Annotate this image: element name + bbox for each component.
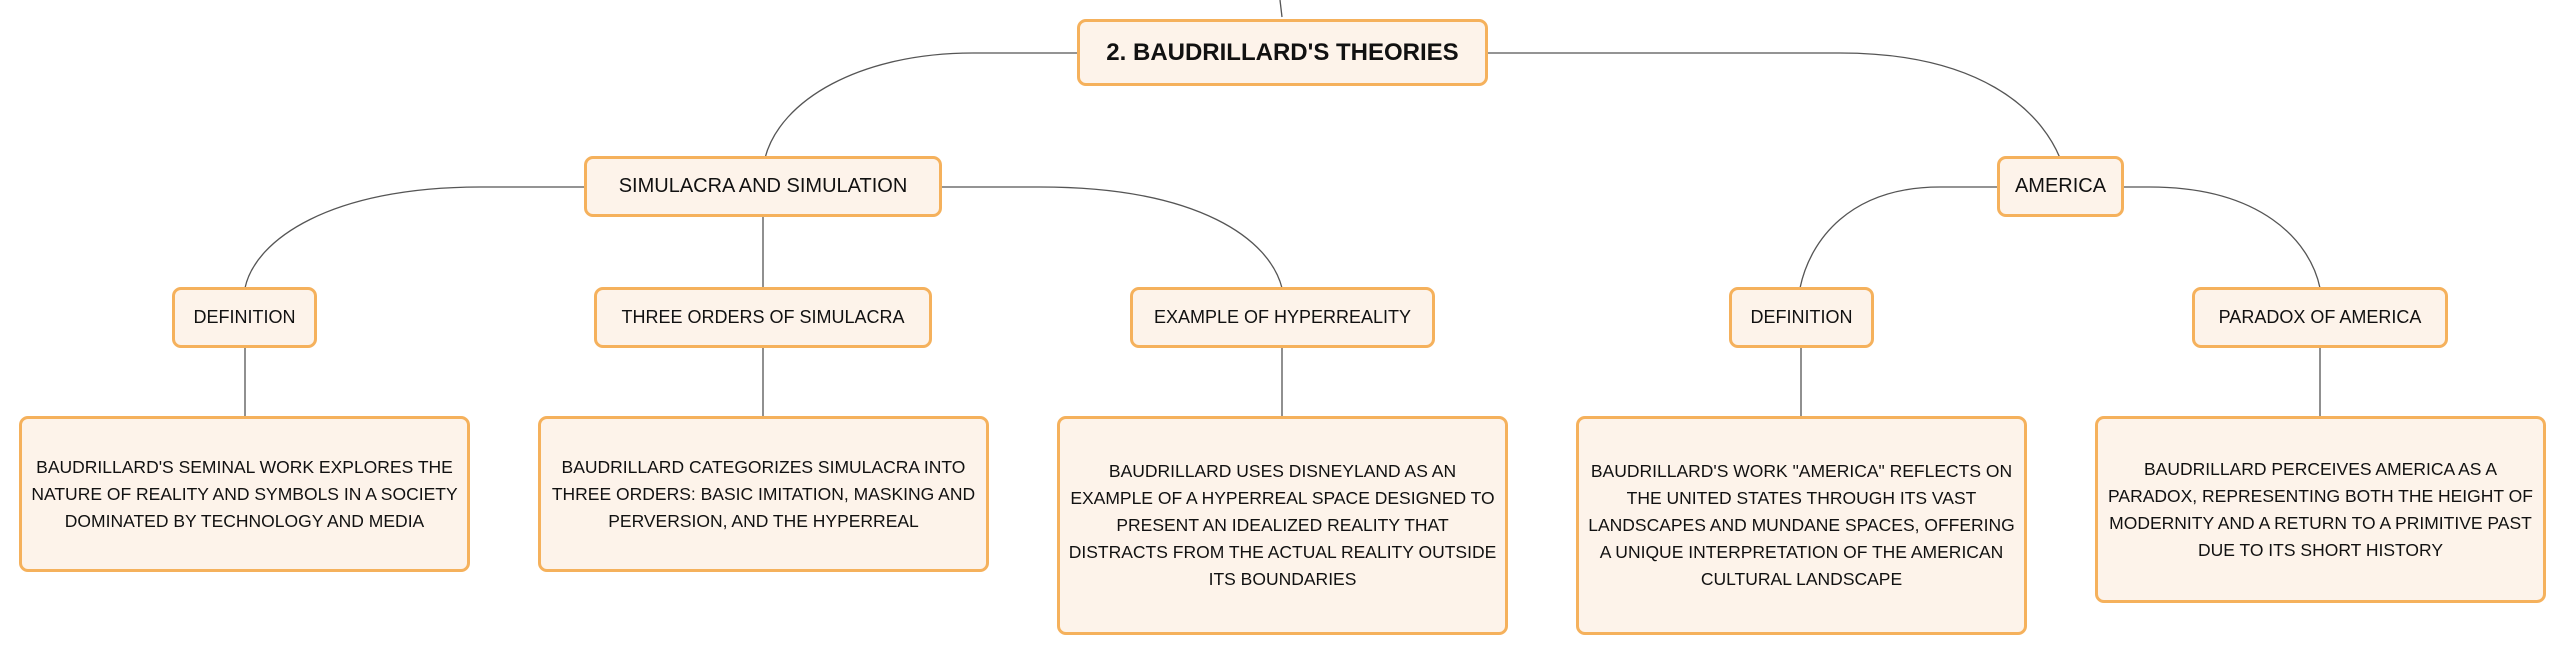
subtopic-example-of-hyperreality[interactable]: EXAMPLE OF HYPERREALITY xyxy=(1130,287,1435,348)
connector-root-america xyxy=(1488,52,2061,159)
subtopic-paradox-of-america[interactable]: PARADOX OF AMERICA xyxy=(2192,287,2448,348)
subtopic-definition-america[interactable]: DEFINITION xyxy=(1729,287,1874,348)
subtopic-three-orders-of-simulacra[interactable]: THREE ORDERS OF SIMULACRA xyxy=(594,287,932,348)
detail-paradox-of-america[interactable]: BAUDRILLARD PERCEIVES AMERICA AS A PARAD… xyxy=(2095,416,2546,603)
detail-definition-america[interactable]: BAUDRILLARD'S WORK "AMERICA" REFLECTS ON… xyxy=(1576,416,2027,635)
root-node[interactable]: 2. BAUDRILLARD'S THEORIES xyxy=(1077,19,1488,86)
connector-simulacra-hyperreality xyxy=(942,186,1283,289)
topic-simulacra-and-simulation[interactable]: SIMULACRA AND SIMULATION xyxy=(584,156,942,217)
connector-parent-root xyxy=(1279,0,1283,18)
connector-root-simulacra xyxy=(764,52,1077,159)
detail-three-orders[interactable]: BAUDRILLARD CATEGORIZES SIMULACRA INTO T… xyxy=(538,416,989,572)
connector-america-definition xyxy=(1799,186,1997,289)
connector-america-paradox xyxy=(2124,186,2321,289)
detail-example-of-hyperreality[interactable]: BAUDRILLARD USES DISNEYLAND AS AN EXAMPL… xyxy=(1057,416,1508,635)
topic-america[interactable]: AMERICA xyxy=(1997,156,2124,217)
detail-definition-simulacra[interactable]: BAUDRILLARD'S SEMINAL WORK EXPLORES THE … xyxy=(19,416,470,572)
subtopic-definition-simulacra[interactable]: DEFINITION xyxy=(172,287,317,348)
connector-simulacra-definition xyxy=(244,186,584,289)
